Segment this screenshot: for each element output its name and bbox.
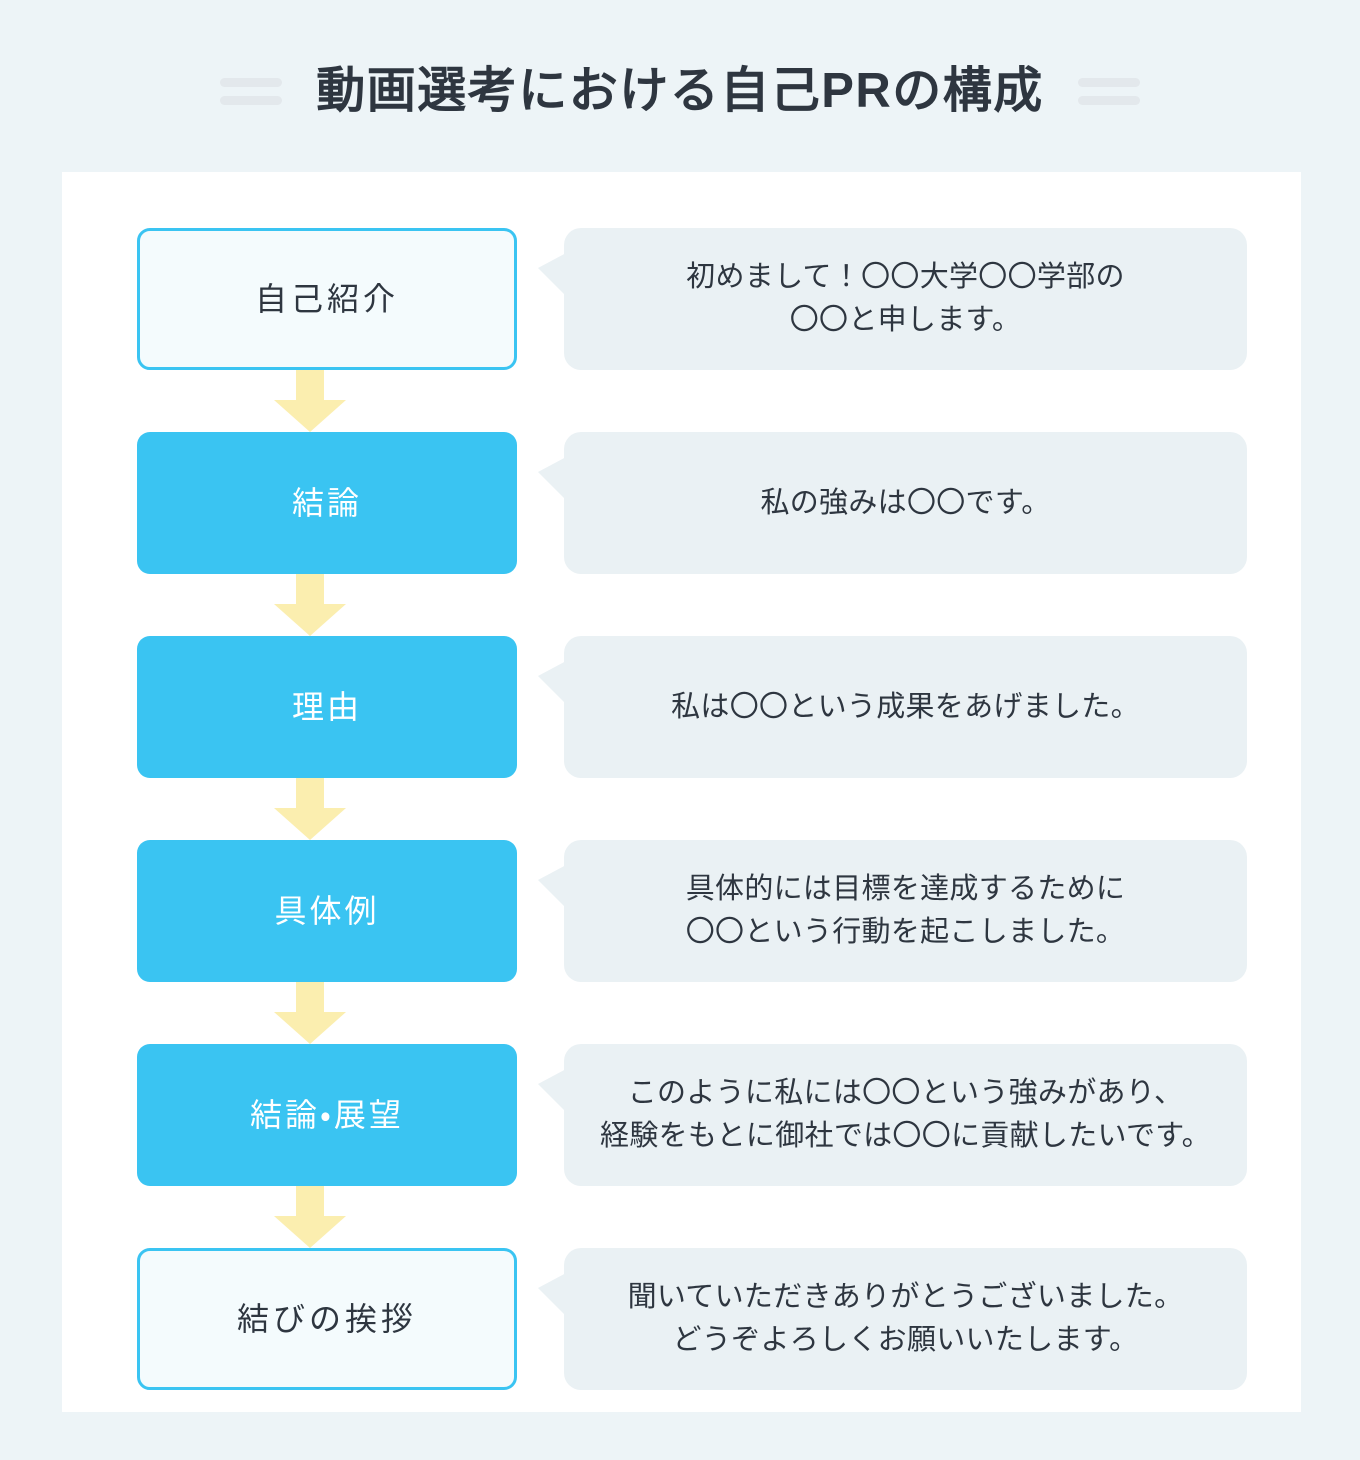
flow-step-label: 自己紹介 (254, 281, 399, 317)
flow-gap (137, 574, 1247, 636)
flow-row: 具体例 具体的には目標を達成するために〇〇という行動を起こしました。 (137, 840, 1247, 982)
content-card: 自己紹介 初めまして！〇〇大学〇〇学部の〇〇と申します。結論 私の強みは〇〇です。理… (62, 172, 1301, 1412)
deco-bar (1077, 77, 1140, 87)
flow-gap (137, 370, 1247, 432)
flow-step-label: 理由 (291, 689, 362, 725)
speech-bubble-tail-icon (538, 1272, 568, 1318)
speech-bubble-line: 聞いていただきありがとうございました。 (627, 1281, 1184, 1314)
flow-row: 自己紹介 初めまして！〇〇大学〇〇学部の〇〇と申します。 (137, 228, 1247, 370)
speech-bubble-1: 初めまして！〇〇大学〇〇学部の〇〇と申します。 (538, 228, 1247, 370)
speech-bubble-6: 聞いていただきありがとうございました。どうぞよろしくお願いいたします。 (538, 1248, 1247, 1390)
flow-step-label: 結論・展望 (250, 1097, 404, 1133)
speech-bubble-tail-icon (538, 456, 568, 502)
deco-bar (1077, 95, 1140, 105)
speech-bubble-line: 具体的には目標を達成するために (685, 873, 1126, 906)
speech-bubble-2: 私の強みは〇〇です。 (538, 432, 1247, 574)
speech-bubble-tail-icon (538, 864, 568, 910)
speech-bubble-wrapper: 私は〇〇という成果をあげました。 (538, 636, 1247, 778)
deco-bar (220, 95, 283, 105)
speech-bubble-text: このように私には〇〇という強みがあり、経験をもとに御社では〇〇に貢献したいです。 (600, 1072, 1211, 1158)
flow-step-box-2[interactable]: 結論 (137, 432, 517, 574)
speech-bubble-text: 初めまして！〇〇大学〇〇学部の〇〇と申します。 (686, 256, 1125, 342)
flow-row: 理由 私は〇〇という成果をあげました。 (137, 636, 1247, 778)
speech-bubble-line: 〇〇という行動を起こしました。 (685, 916, 1126, 948)
title-row: 動画選考における自己PRの構成 (0, 52, 1360, 130)
flow-diagram: 自己紹介 初めまして！〇〇大学〇〇学部の〇〇と申します。結論 私の強みは〇〇です。理… (137, 228, 1247, 1390)
flow-step-label: 結びの挨拶 (236, 1301, 417, 1337)
flow-arrow-down-icon (274, 370, 346, 432)
speech-bubble-text: 私は〇〇という成果をあげました。 (671, 686, 1140, 729)
speech-bubble-line: 初めまして！〇〇大学〇〇学部の (686, 261, 1125, 294)
double-line-deco-icon-right (1077, 77, 1140, 105)
speech-bubble-wrapper: このように私には〇〇という強みがあり、経験をもとに御社では〇〇に貢献したいです。 (538, 1044, 1247, 1186)
speech-bubble-wrapper: 聞いていただきありがとうございました。どうぞよろしくお願いいたします。 (538, 1248, 1247, 1390)
speech-bubble-tail-icon (538, 1068, 568, 1114)
flow-row: 結論 私の強みは〇〇です。 (137, 432, 1247, 574)
flow-step-box-1[interactable]: 自己紹介 (137, 228, 517, 370)
flow-step-box-3[interactable]: 理由 (137, 636, 517, 778)
flow-row: 結びの挨拶 聞いていただきありがとうございました。どうぞよろしくお願いいたします。 (137, 1248, 1247, 1390)
speech-bubble-3: 私は〇〇という成果をあげました。 (538, 636, 1247, 778)
flow-gap (137, 1186, 1247, 1248)
speech-bubble-5: このように私には〇〇という強みがあり、経験をもとに御社では〇〇に貢献したいです。 (538, 1044, 1247, 1186)
speech-bubble-4: 具体的には目標を達成するために〇〇という行動を起こしました。 (538, 840, 1247, 982)
speech-bubble-text: 私の強みは〇〇です。 (760, 482, 1050, 525)
flow-step-label: 具体例 (274, 893, 380, 929)
flow-step-box-4[interactable]: 具体例 (137, 840, 517, 982)
flow-arrow-down-icon (274, 778, 346, 840)
flow-step-label: 結論 (291, 485, 362, 521)
speech-bubble-line: 経験をもとに御社では〇〇に貢献したいです。 (600, 1120, 1211, 1152)
speech-bubble-line: 私は〇〇という成果をあげました。 (671, 690, 1140, 723)
speech-bubble-line: どうぞよろしくお願いいたします。 (672, 1324, 1139, 1356)
speech-bubble-wrapper: 私の強みは〇〇です。 (538, 432, 1247, 574)
speech-bubble-wrapper: 初めまして！〇〇大学〇〇学部の〇〇と申します。 (538, 228, 1247, 370)
speech-bubble-text: 聞いていただきありがとうございました。どうぞよろしくお願いいたします。 (628, 1276, 1184, 1362)
flow-arrow-down-icon (274, 574, 346, 636)
flow-gap (137, 982, 1247, 1044)
speech-bubble-tail-icon (538, 252, 568, 298)
flow-arrow-down-icon (274, 982, 346, 1044)
speech-bubble-wrapper: 具体的には目標を達成するために〇〇という行動を起こしました。 (538, 840, 1247, 982)
flow-step-box-6[interactable]: 結びの挨拶 (137, 1248, 517, 1390)
deco-bar (220, 77, 283, 87)
flow-arrow-down-icon (274, 1186, 346, 1248)
speech-bubble-line: このように私には〇〇という強みがあり、 (627, 1077, 1184, 1110)
double-line-deco-icon-left (220, 77, 283, 105)
flow-row: 結論・展望 このように私には〇〇という強みがあり、経験をもとに御社では〇〇に貢献し… (137, 1044, 1247, 1186)
page-title: 動画選考における自己PRの構成 (316, 63, 1044, 118)
flow-gap (137, 778, 1247, 840)
speech-bubble-line: 〇〇と申します。 (789, 304, 1022, 336)
speech-bubble-tail-icon (538, 660, 568, 706)
speech-bubble-line: 私の強みは〇〇です。 (760, 486, 1051, 519)
speech-bubble-text: 具体的には目標を達成するために〇〇という行動を起こしました。 (686, 868, 1126, 954)
flow-step-box-5[interactable]: 結論・展望 (137, 1044, 517, 1186)
